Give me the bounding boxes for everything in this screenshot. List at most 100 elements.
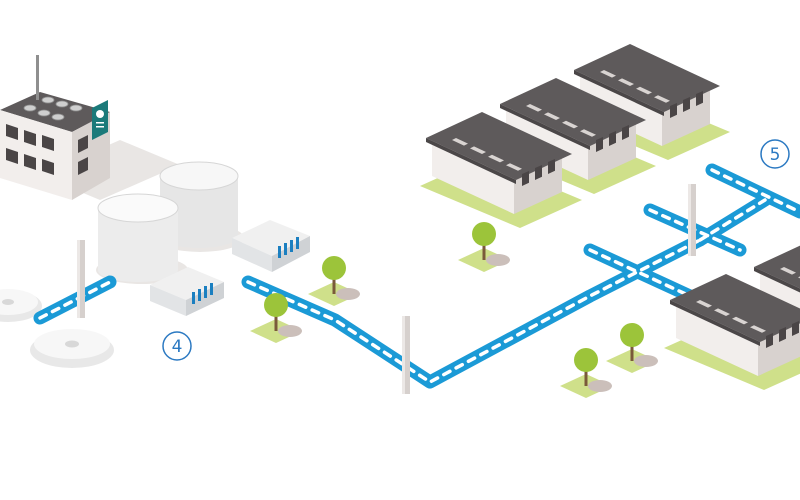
house-window [766, 333, 773, 348]
control-building [0, 44, 180, 200]
house-roof [500, 78, 646, 146]
house-window [522, 171, 529, 186]
house-roof [574, 44, 720, 112]
skylight [654, 95, 670, 103]
sign-text-line [96, 126, 104, 128]
tree-trunk [482, 242, 486, 260]
house-window [548, 159, 555, 174]
tower-pole [77, 240, 85, 318]
filter-unit-top [232, 220, 310, 256]
houses [420, 44, 800, 390]
roof-edge [500, 104, 590, 150]
step-circle [162, 331, 192, 361]
tree-canopy [574, 348, 598, 372]
tree-trunk [584, 368, 588, 386]
step-marker-4: 4 [162, 331, 192, 361]
tower-highlight [688, 184, 691, 256]
step-marker-5: 5 [760, 139, 790, 169]
tree [308, 256, 360, 306]
house-window [670, 103, 677, 118]
house-roof [670, 274, 800, 342]
tree-canopy [620, 323, 644, 347]
skylight [470, 146, 486, 154]
skylight [714, 308, 730, 316]
house [494, 78, 656, 194]
tank-base [160, 224, 238, 248]
roof-edge [670, 300, 760, 346]
signal-tower-middle [393, 300, 419, 394]
trees [250, 222, 658, 398]
skylight [636, 86, 652, 95]
tank-top [159, 161, 239, 191]
clarifier-basins [0, 289, 114, 368]
tank-top [97, 193, 179, 223]
skylight [750, 325, 766, 333]
basin-center [65, 340, 79, 348]
house-front-wall [580, 68, 662, 146]
tree [458, 222, 510, 272]
tree-canopy [322, 256, 346, 280]
building-windows [6, 124, 88, 175]
tree [560, 348, 612, 398]
step-circle [760, 139, 790, 169]
tree-trunk [274, 313, 278, 331]
house [420, 112, 582, 228]
tree-trunk [630, 343, 634, 361]
filter-unit-side [186, 282, 224, 316]
basin-surface [0, 289, 38, 315]
signal-tower-right [679, 168, 705, 256]
tree [250, 293, 302, 343]
skylight [526, 104, 542, 112]
tree-canopy [472, 222, 496, 246]
house-window [792, 321, 799, 336]
tree [606, 323, 658, 373]
basin-center [2, 299, 14, 305]
tree-shadow [634, 355, 658, 367]
tree-shadow [278, 325, 302, 337]
signal-tower-left [68, 224, 94, 318]
storage-tanks [96, 161, 244, 284]
house-window [696, 91, 703, 106]
house-front-wall [432, 136, 514, 214]
filter-units [150, 220, 310, 316]
tower-highlight [77, 240, 80, 318]
house-window [683, 97, 690, 112]
house-window [779, 327, 786, 342]
house-front-wall [676, 298, 758, 376]
water-company-sign [92, 100, 108, 140]
roof-edge [754, 267, 800, 293]
house-window [535, 165, 542, 180]
tree-shadow [588, 380, 612, 392]
tower-highlight [402, 316, 405, 394]
skylight [562, 120, 578, 129]
skylight [696, 300, 712, 308]
skylight [732, 316, 748, 325]
pipe-network [33, 163, 800, 389]
filter-cartridges [278, 237, 299, 258]
skylight [618, 78, 634, 86]
filter-unit-front [150, 285, 186, 316]
water-drop-logo-icon [96, 110, 104, 118]
skylight [452, 138, 468, 146]
tower-pole [688, 184, 696, 256]
sign-text-line [96, 122, 104, 124]
step-number: 4 [172, 337, 183, 357]
skylight [544, 112, 560, 120]
filter-unit-side [272, 236, 310, 272]
filter-cartridges [192, 283, 213, 304]
skylight [488, 154, 504, 163]
house-window [622, 125, 629, 140]
building-roof [0, 92, 110, 132]
tree-trunk [332, 276, 336, 294]
roof-edge [574, 70, 664, 116]
rooftop-fans [23, 96, 83, 121]
house-window [609, 131, 616, 146]
tower-pole [402, 316, 410, 394]
tree-shadow [336, 288, 360, 300]
skylight [506, 163, 522, 171]
tree-shadow [486, 254, 510, 266]
house-front-wall [506, 102, 588, 180]
skylight [580, 129, 596, 137]
step-number: 5 [770, 145, 781, 165]
